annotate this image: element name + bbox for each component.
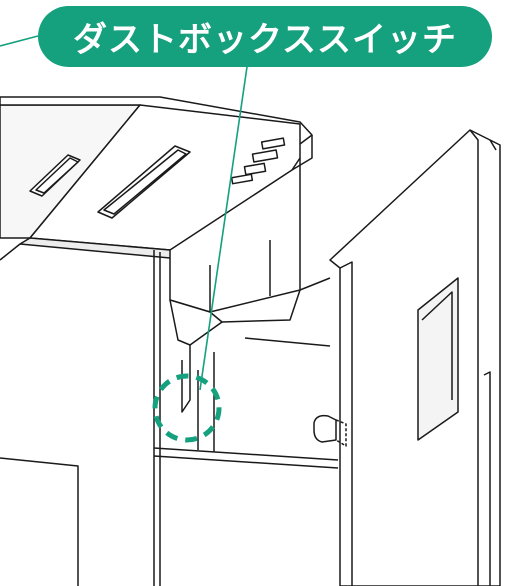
callout-label: ダストボックススイッチ <box>38 6 492 67</box>
leader-line-left <box>0 35 39 47</box>
dust-box-housing <box>169 158 331 413</box>
leader-line <box>199 59 249 391</box>
left-panel <box>0 250 339 586</box>
front-door <box>313 129 501 586</box>
top-cover <box>0 96 313 261</box>
highlight-circle <box>152 373 222 443</box>
